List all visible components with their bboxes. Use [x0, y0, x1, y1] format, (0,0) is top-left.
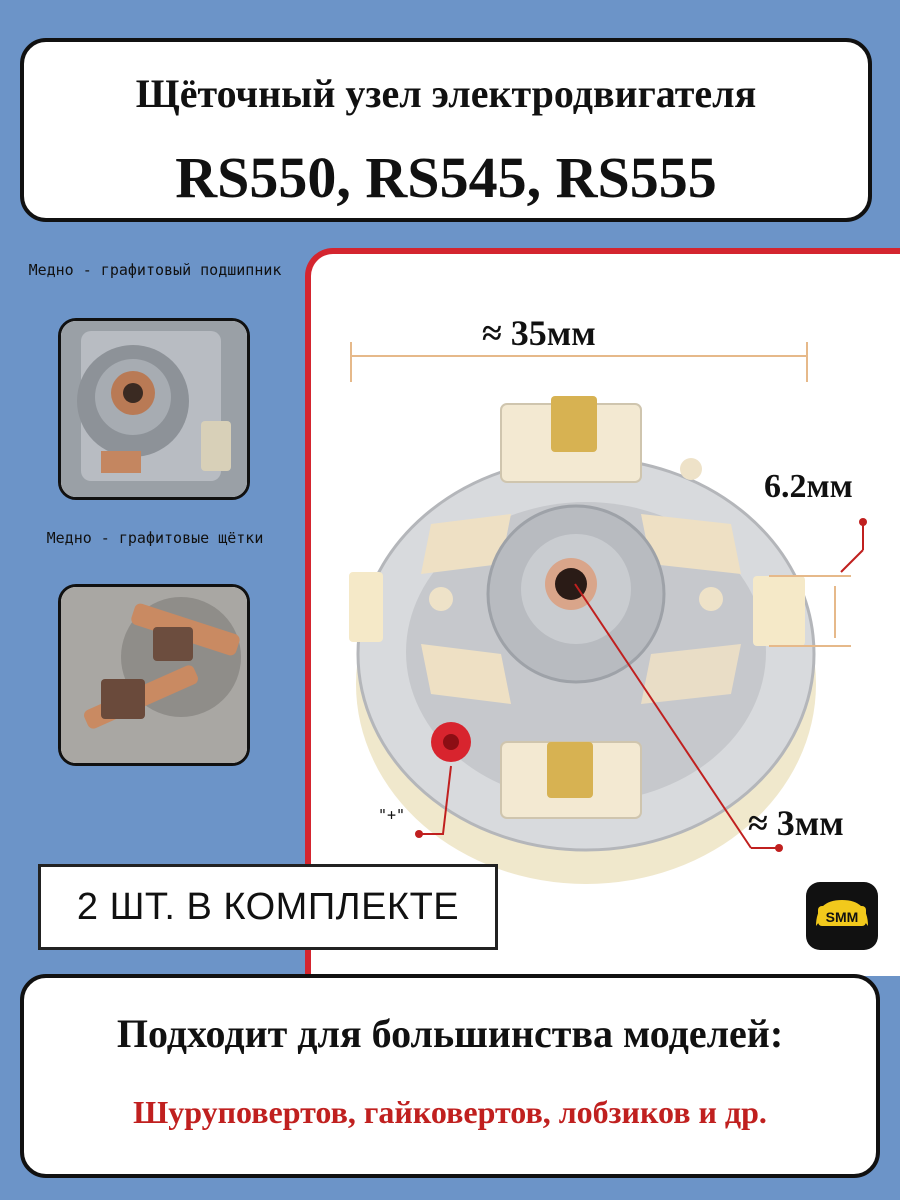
product-photo-panel	[305, 248, 900, 976]
kit-quantity-label: 2 ШТ. В КОМПЛЕКТЕ	[38, 864, 498, 950]
product-title: Щёточный узел электродвигателя	[135, 71, 757, 116]
model-numbers: RS550, RS545, RS555	[175, 145, 717, 210]
polarity-label: "+"	[378, 806, 406, 824]
brushes-photo	[58, 584, 250, 766]
bearing-photo	[58, 318, 250, 500]
title-banner: Щёточный узел электродвигателя RS550, RS…	[20, 38, 872, 222]
bearing-caption: Медно - графитовый подшипник	[28, 261, 282, 279]
terminal-width-label: 6.2мм	[764, 468, 853, 505]
logo-text: SMM	[826, 909, 859, 925]
brushes-caption: Медно - графитовые щётки	[46, 529, 264, 547]
compatible-tools: Шуруповертов, гайковертов, лобзиков и др…	[133, 1094, 767, 1130]
compatibility-heading: Подходит для большинства моделей:	[116, 1011, 784, 1056]
diameter-label: ≈ 35мм	[482, 313, 596, 353]
shaft-hole-label: ≈ 3мм	[748, 803, 844, 843]
brush-holder-illustration	[349, 342, 867, 884]
compatibility-banner: Подходит для большинства моделей: Шурупо…	[20, 974, 880, 1178]
brand-logo: SMM	[806, 882, 878, 950]
